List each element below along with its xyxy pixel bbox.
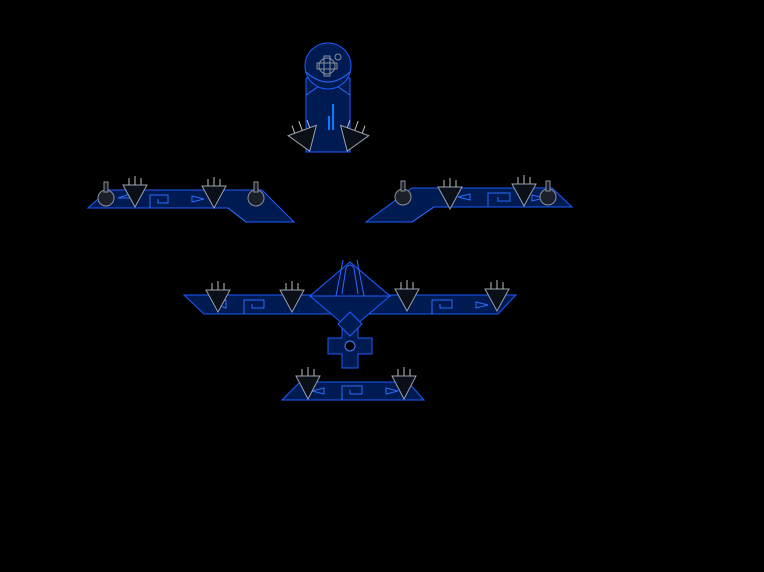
central-body — [182, 259, 518, 369]
triangle-turret-icon — [205, 281, 231, 314]
right-wing-platform — [364, 175, 574, 223]
triangle-turret-icon — [295, 367, 321, 401]
triangle-turret-icon — [484, 280, 510, 313]
triangle-turret-icon — [511, 175, 537, 208]
triangle-turret-icon — [201, 177, 227, 210]
round-pod-icon — [97, 181, 115, 207]
top-tower — [287, 42, 370, 153]
left-wing-platform — [86, 176, 296, 223]
bottom-platform — [280, 367, 426, 401]
triangle-turret-icon — [287, 120, 318, 152]
round-pod-icon — [394, 180, 412, 206]
triangle-turret-icon — [394, 280, 420, 313]
round-pod-icon — [539, 180, 557, 206]
radial-core-icon — [316, 53, 342, 77]
round-pod-icon — [247, 181, 265, 207]
cross-emblem-icon — [327, 311, 373, 369]
triangle-turret-icon — [122, 176, 148, 209]
triangle-turret-icon — [391, 367, 417, 401]
triangle-turret-icon — [279, 281, 305, 314]
triangle-turret-icon — [437, 178, 463, 211]
triangle-turret-icon — [339, 120, 370, 152]
